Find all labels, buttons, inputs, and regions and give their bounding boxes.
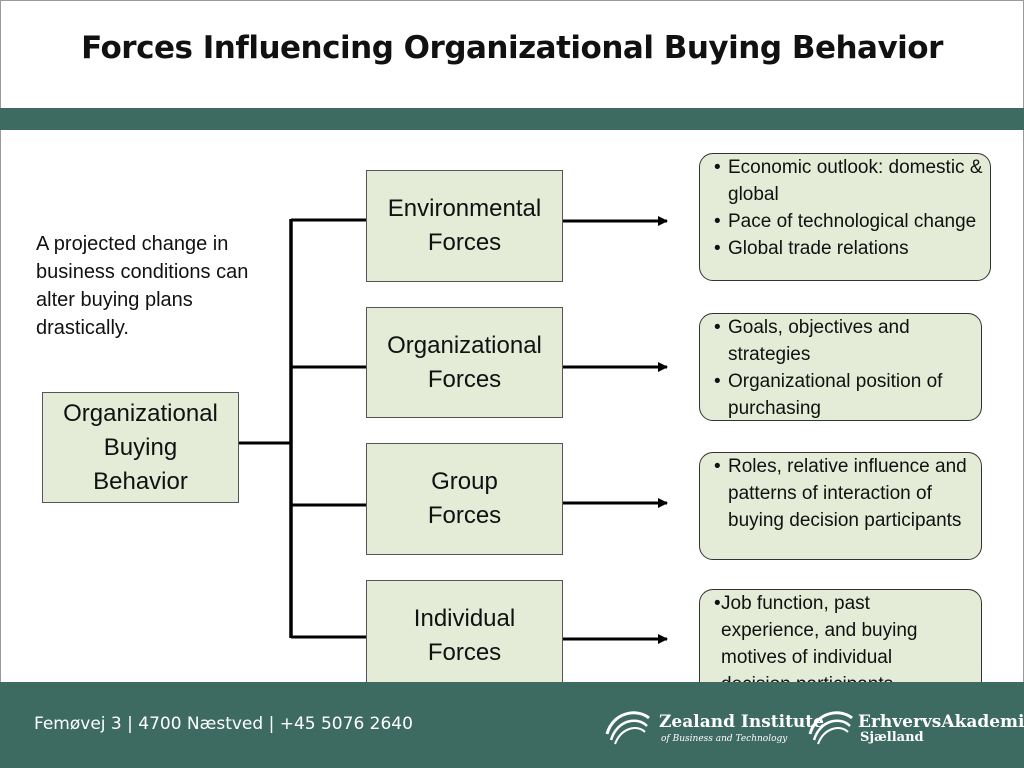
force-line-2: Forces: [427, 365, 502, 393]
root-box: Organizational Buying Behavior: [42, 392, 239, 503]
organizational-forces-box: Organizational Forces: [366, 307, 563, 418]
slide-title: Forces Influencing Organizational Buying…: [81, 30, 943, 66]
logo1-name: Zealand Institute: [659, 712, 824, 732]
group-forces-box: Group Forces: [366, 443, 563, 555]
individual-details: Job function, past experience, and buyin…: [699, 589, 982, 697]
force-line-2: Forces: [427, 638, 502, 666]
root-line-2: Buying: [103, 433, 178, 461]
footer-bar: Femøvej 3 | 4700 Næstved | +45 5076 2640…: [0, 682, 1024, 768]
footer-address: Femøvej 3 | 4700 Næstved | +45 5076 2640: [34, 714, 413, 734]
header-band: [0, 108, 1024, 130]
erhvervsakademi-logo: ErhvervsAkademi Sjælland: [806, 704, 1024, 748]
zealand-institute-logo: Zealand Institute of Business and Techno…: [603, 704, 824, 748]
environmental-forces-box: Environmental Forces: [366, 170, 563, 282]
detail-item: Pace of technological change: [714, 208, 984, 235]
root-line-1: Organizational: [63, 399, 218, 427]
detail-item: Goals, objectives and strategies: [714, 314, 975, 368]
force-line-1: Individual: [413, 604, 516, 632]
force-line-1: Environmental: [387, 195, 542, 222]
detail-item: Economic outlook: domestic & global: [714, 154, 984, 208]
root-line-3: Behavior: [93, 467, 188, 495]
detail-item: Roles, relative influence and patterns o…: [714, 453, 975, 534]
organizational-details: Goals, objectives and strategies Organiz…: [699, 313, 982, 421]
detail-item: Organizational position of purchasing: [714, 368, 975, 422]
logo1-subtitle: of Business and Technology: [661, 734, 788, 744]
logo2-subtitle: Sjælland: [860, 730, 924, 745]
swirl-icon: [808, 711, 853, 745]
swirl-icon: [605, 711, 650, 745]
force-line-1: Organizational: [387, 331, 542, 359]
note-text: A projected change in business condition…: [36, 233, 249, 339]
detail-item: Global trade relations: [714, 235, 984, 262]
individual-forces-box: Individual Forces: [366, 580, 563, 691]
logo2-name: ErhvervsAkademi: [858, 712, 1024, 732]
group-details: Roles, relative influence and patterns o…: [699, 452, 982, 560]
force-line-1: Group: [431, 468, 498, 495]
environmental-details: Economic outlook: domestic & global Pace…: [699, 153, 991, 281]
force-line-2: Forces: [427, 502, 502, 529]
force-line-2: Forces: [427, 229, 502, 256]
